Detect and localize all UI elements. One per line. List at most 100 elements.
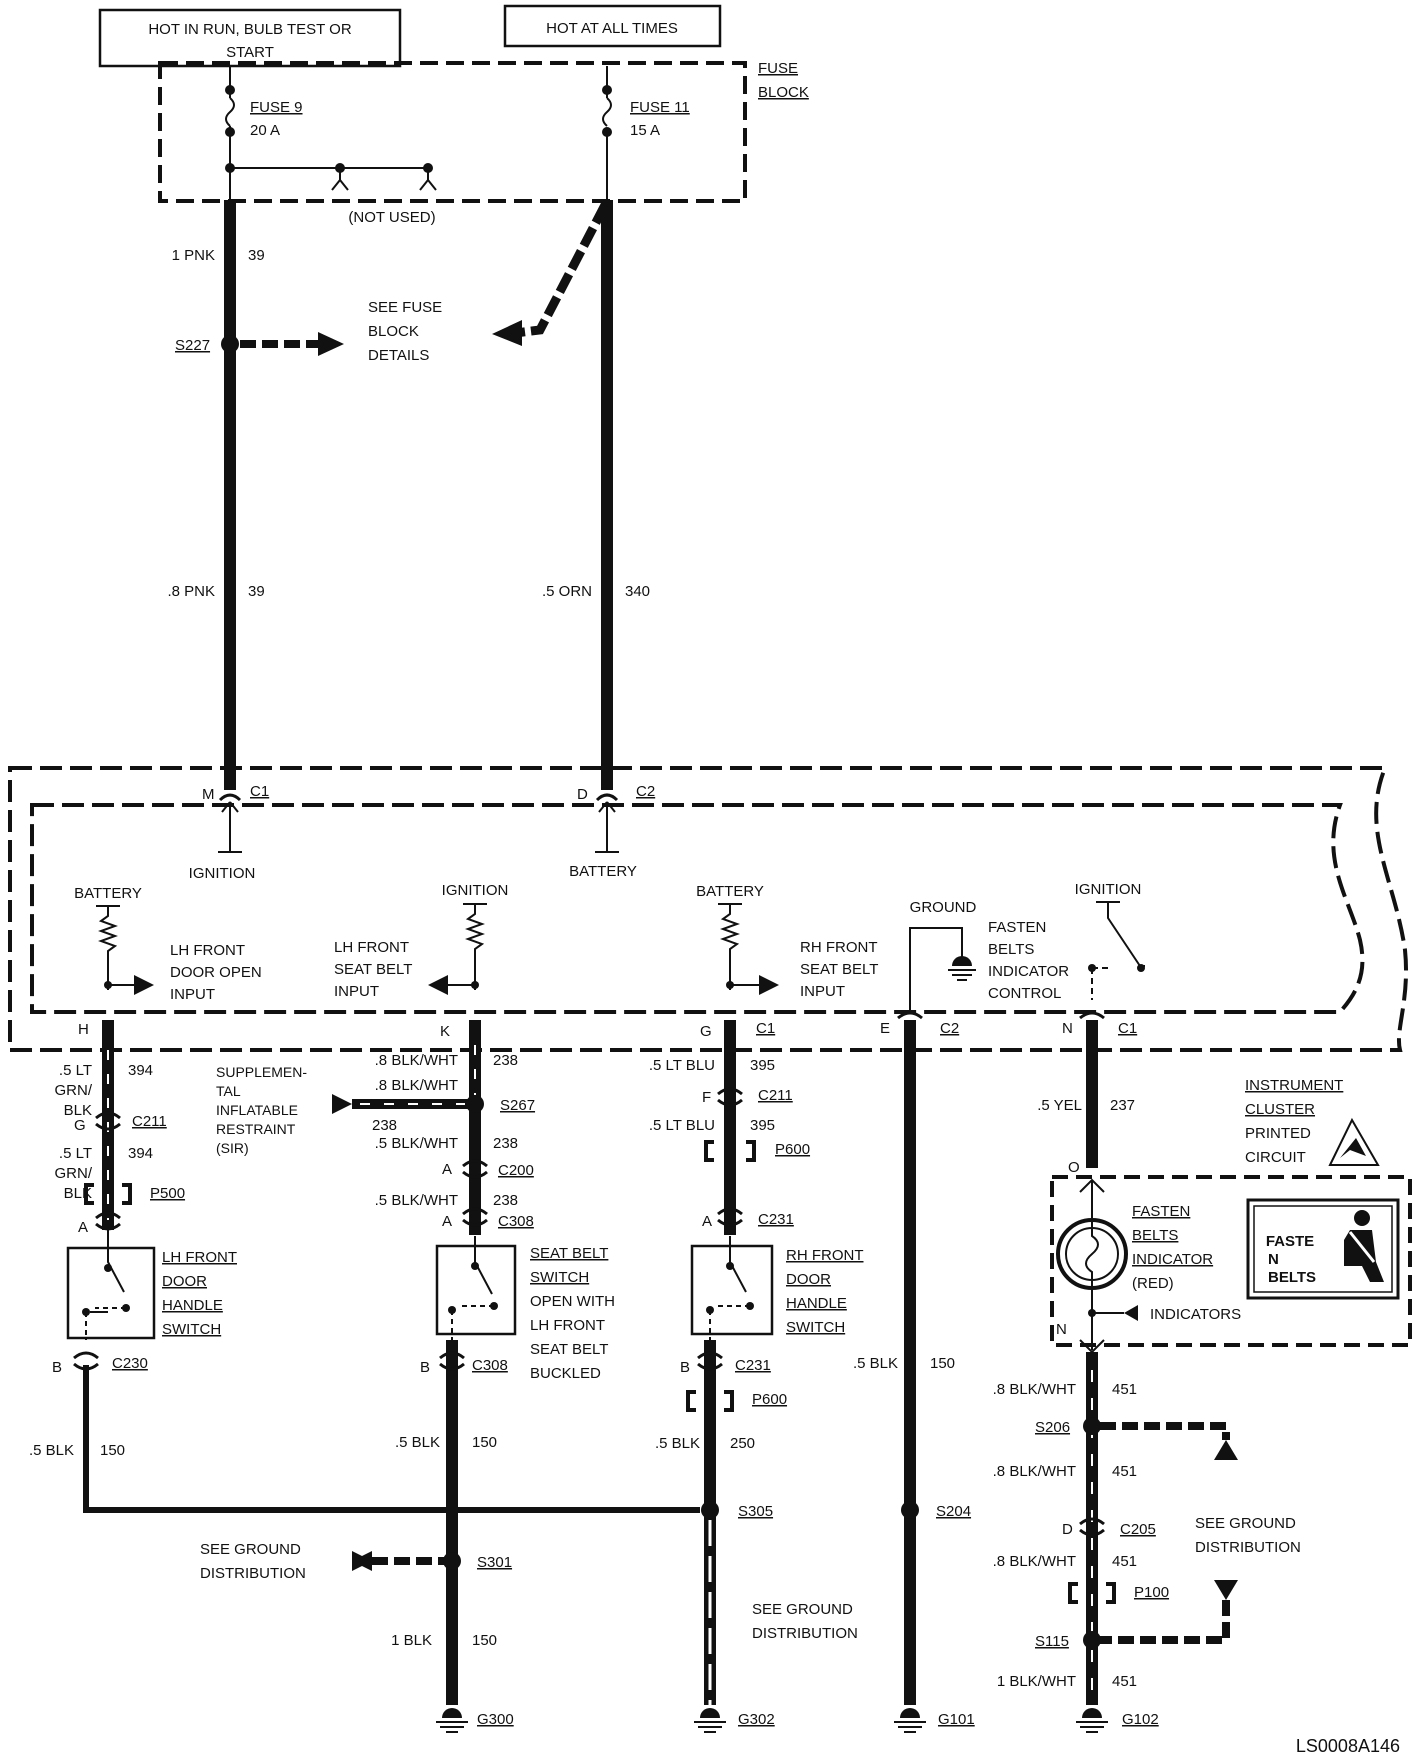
conn-c1-top: C1 bbox=[250, 783, 269, 800]
column-ground-g101: .5 BLK 150 S204 G101 bbox=[853, 1011, 975, 1733]
c1-conn-p500: P500 bbox=[150, 1185, 185, 1202]
sir-2: TAL bbox=[216, 1083, 241, 1099]
battery-2: BATTERY bbox=[696, 883, 764, 900]
fuse-block-label-1: FUSE bbox=[758, 60, 798, 77]
ground-label: GROUND bbox=[910, 899, 977, 916]
fuse-block-label-2: BLOCK bbox=[758, 84, 809, 101]
display-3: BELTS bbox=[1268, 1269, 1316, 1286]
conn-c2-b: C2 bbox=[940, 1020, 959, 1037]
header-right-text: HOT AT ALL TIMES bbox=[546, 20, 678, 37]
cluster-bottom-pins: H K G C1 E C2 N C1 bbox=[78, 1020, 1137, 1040]
see-fuse-3: DETAILS bbox=[368, 347, 429, 364]
c2-sw-6: BUCKLED bbox=[530, 1365, 601, 1382]
pin-k: K bbox=[440, 1023, 450, 1040]
c1-wc-circ: 150 bbox=[100, 1442, 125, 1459]
c5-conn-c205: C205 bbox=[1120, 1521, 1156, 1538]
ipc-3: PRINTED bbox=[1245, 1125, 1311, 1142]
c5-we-circ: 451 bbox=[1112, 1673, 1137, 1690]
instrument-cluster-outline: M C1 D C2 IGNITION BATTERY bbox=[8, 766, 1408, 1052]
wire-5orn-size: .5 ORN bbox=[542, 583, 592, 600]
seatbelt-person-icon bbox=[1344, 1210, 1384, 1282]
c5-pin-d: D bbox=[1062, 1521, 1073, 1538]
fuse-11-symbol bbox=[602, 97, 612, 127]
fasten-belts-display bbox=[1246, 1198, 1400, 1300]
c5-wc-circ: 451 bbox=[1112, 1463, 1137, 1480]
conn-c2-top: C2 bbox=[636, 783, 655, 800]
c1-conn-c230: C230 bbox=[112, 1355, 148, 1372]
pin-n-top: N bbox=[1062, 1020, 1073, 1037]
c2-sw-3: OPEN WITH bbox=[530, 1293, 615, 1310]
c3-sw-3: HANDLE bbox=[786, 1295, 847, 1312]
c5-wb-size: .8 BLK/WHT bbox=[993, 1381, 1076, 1398]
c5-conn-p100: P100 bbox=[1134, 1584, 1169, 1601]
c5-pin-n: N bbox=[1056, 1321, 1067, 1338]
c3-pin-a: A bbox=[702, 1213, 712, 1230]
splice-s305: S305 bbox=[738, 1503, 773, 1520]
c3-sw-4: SWITCH bbox=[786, 1319, 845, 1336]
c2-see-gnd-1: SEE GROUND bbox=[200, 1541, 301, 1558]
c3-wc-size: .5 BLK bbox=[655, 1435, 700, 1452]
display-2: N bbox=[1268, 1251, 1279, 1268]
c1-sw-4: SWITCH bbox=[162, 1321, 221, 1338]
see-fuse-2: BLOCK bbox=[368, 323, 419, 340]
wire-8pnk-size: .8 PNK bbox=[167, 583, 215, 600]
upper-wiring: 1 PNK 39 S227 SEE FUSE BLOCK DETAILS .8 … bbox=[167, 200, 650, 790]
c1-wa-3: BLK bbox=[64, 1102, 92, 1119]
battery-top: BATTERY bbox=[569, 863, 637, 880]
c3-conn-c231a: C231 bbox=[758, 1211, 794, 1228]
header-left-line1: HOT IN RUN, BULB TEST OR bbox=[148, 21, 352, 38]
c2-sw-4: LH FRONT bbox=[530, 1317, 605, 1334]
c4-w-size: .5 BLK bbox=[853, 1355, 898, 1372]
lh-seat-input-3: INPUT bbox=[334, 983, 379, 1000]
c2-wa-circ: 238 bbox=[493, 1052, 518, 1069]
splice-s206: S206 bbox=[1035, 1419, 1070, 1436]
conn-c1-c: C1 bbox=[1118, 1020, 1137, 1037]
ipc-4: CIRCUIT bbox=[1245, 1149, 1306, 1166]
fuse-9-rating: 20 A bbox=[250, 122, 280, 139]
c5-wd-size: .8 BLK/WHT bbox=[993, 1553, 1076, 1570]
ground-g101: G101 bbox=[938, 1711, 975, 1728]
c3-wc-circ: 250 bbox=[730, 1435, 755, 1452]
c4-w-circ: 150 bbox=[930, 1355, 955, 1372]
c1-wa-2: GRN/ bbox=[55, 1082, 93, 1099]
pin-g: G bbox=[700, 1023, 712, 1040]
lh-seat-input-2: SEAT BELT bbox=[334, 961, 412, 978]
pin-m: M bbox=[202, 786, 215, 803]
c3-sw-2: DOOR bbox=[786, 1271, 831, 1288]
c5-wa-size: .5 YEL bbox=[1037, 1097, 1082, 1114]
c1-conn-c211: C211 bbox=[132, 1113, 167, 1130]
c5-pin-o: O bbox=[1068, 1159, 1080, 1176]
c3-pin-b: B bbox=[680, 1359, 690, 1376]
sir-1: SUPPLEMEN- bbox=[216, 1064, 307, 1080]
fuse-9-symbol bbox=[225, 97, 235, 127]
header-left-line2: START bbox=[226, 44, 274, 61]
c5-wd-circ: 451 bbox=[1112, 1553, 1137, 1570]
c2-pin-a2: A bbox=[442, 1213, 452, 1230]
rh-seat-input-3: INPUT bbox=[800, 983, 845, 1000]
c5-wc-size: .8 BLK/WHT bbox=[993, 1463, 1076, 1480]
sir-5: (SIR) bbox=[216, 1140, 249, 1156]
fuse-block: FUSE BLOCK FUSE 9 20 A (NOT USED) FUSE 1… bbox=[158, 60, 809, 226]
c2-wc-size: .5 BLK/WHT bbox=[375, 1192, 458, 1209]
c2-wc-circ: 238 bbox=[493, 1192, 518, 1209]
indicator-box bbox=[1050, 1175, 1412, 1347]
splice-s301: S301 bbox=[477, 1554, 512, 1571]
c1-pin-g: G bbox=[74, 1117, 86, 1134]
c1-wa-1: .5 LT bbox=[59, 1062, 92, 1079]
c5-see-gnd-2: DISTRIBUTION bbox=[1195, 1539, 1301, 1556]
splice-s115: S115 bbox=[1035, 1633, 1069, 1650]
fasten-ctrl-2: BELTS bbox=[988, 941, 1034, 958]
battery-1: BATTERY bbox=[74, 885, 142, 902]
fasten-ctrl-4: CONTROL bbox=[988, 985, 1061, 1002]
c3-see-gnd-1: SEE GROUND bbox=[752, 1601, 853, 1618]
c2-wa-size: .8 BLK/WHT bbox=[375, 1052, 458, 1069]
c3-sw-1: RH FRONT bbox=[786, 1247, 864, 1264]
conn-c1-b: C1 bbox=[756, 1020, 775, 1037]
sir-w-size: .8 BLK/WHT bbox=[375, 1077, 458, 1094]
c1-wc-size: .5 BLK bbox=[29, 1442, 74, 1459]
see-fuse-1: SEE FUSE bbox=[368, 299, 442, 316]
cluster-inputs: BATTERY LH FRONT DOOR OPEN INPUT IGNITIO… bbox=[74, 881, 1145, 1010]
pin-h: H bbox=[78, 1021, 89, 1038]
figure-code: LS0008A146 bbox=[1296, 1736, 1400, 1756]
